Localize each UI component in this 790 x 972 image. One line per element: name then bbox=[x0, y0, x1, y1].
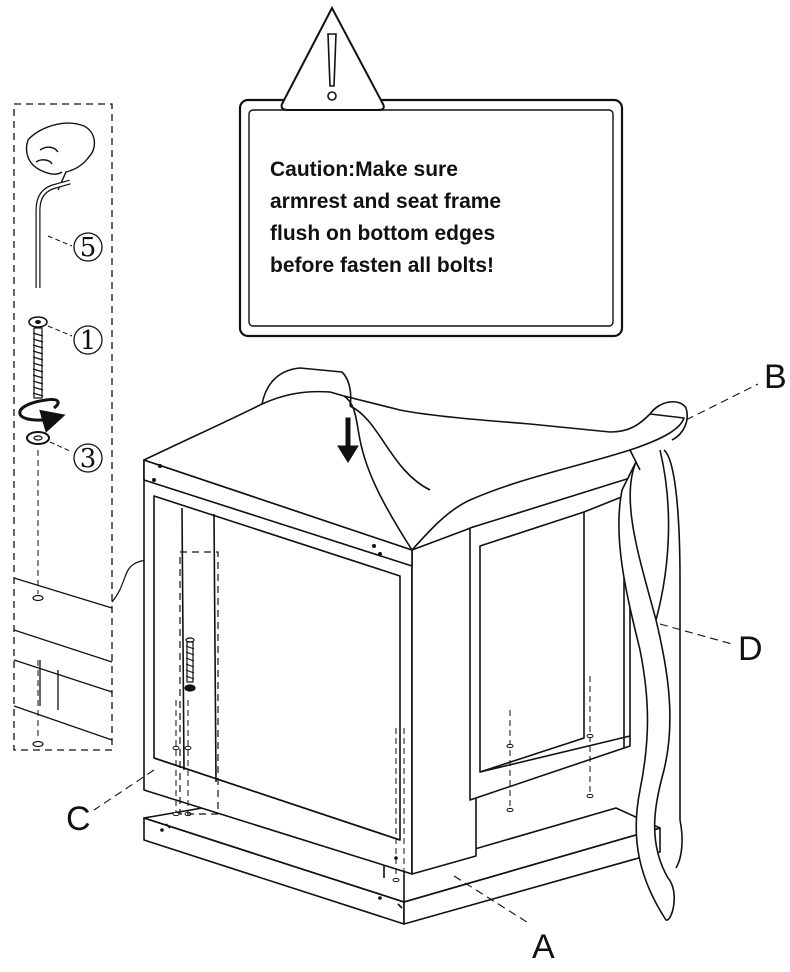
leader-line-5 bbox=[47, 235, 73, 247]
caution-line-2: armrest and seat frame bbox=[270, 190, 501, 213]
part-number-3: 3 bbox=[80, 444, 97, 474]
part-number-1-circle bbox=[73, 325, 103, 355]
allen-key-icon bbox=[35, 179, 71, 288]
exclamation-icon bbox=[327, 33, 337, 87]
exclamation-dot-icon bbox=[327, 91, 337, 101]
callout-C: C bbox=[66, 800, 91, 838]
callout-A: A bbox=[532, 928, 555, 966]
bolt-detail-box bbox=[179, 551, 219, 815]
callout-leaders bbox=[93, 383, 759, 925]
inset-hole-top bbox=[32, 594, 44, 602]
caution-panel-inner bbox=[248, 109, 614, 327]
part-number-5-circle bbox=[73, 232, 103, 262]
caution-line-1: Caution:Make sure bbox=[270, 158, 458, 181]
top-cushion bbox=[143, 367, 688, 567]
sofa-assembly bbox=[143, 367, 688, 925]
caution-panel-outer bbox=[238, 98, 624, 338]
leader-line-1 bbox=[47, 325, 73, 337]
leader-line-3 bbox=[49, 441, 73, 453]
detail-inset: 5 1 3 bbox=[13, 103, 183, 751]
left-side-panel bbox=[143, 459, 413, 875]
caution-line-3: flush on bottom edges bbox=[270, 222, 495, 245]
bolt-holes bbox=[172, 733, 594, 883]
callout-D: D bbox=[738, 630, 763, 668]
right-side-panel bbox=[411, 477, 631, 875]
part-number-1: 1 bbox=[80, 326, 97, 356]
screw-dots bbox=[152, 464, 398, 900]
inset-hole-bottom bbox=[32, 740, 44, 748]
callout-B: B bbox=[764, 358, 787, 396]
cloth-cover bbox=[618, 449, 683, 921]
inset-rail-section bbox=[13, 577, 113, 741]
part-number-5: 5 bbox=[80, 233, 97, 263]
press-down-arrow-icon bbox=[337, 417, 359, 463]
rotate-arrow-icon bbox=[18, 398, 66, 433]
bolt-closeup-icon bbox=[184, 637, 196, 692]
detail-inset-border bbox=[13, 103, 113, 751]
caution-sign: Caution:Make sure armrest and seat frame… bbox=[238, 5, 624, 338]
caution-line-4: before fasten all bolts! bbox=[270, 254, 494, 277]
bolt-thread-icon bbox=[32, 327, 44, 399]
hand-icon bbox=[25, 122, 95, 191]
part-number-3-circle bbox=[73, 443, 103, 473]
